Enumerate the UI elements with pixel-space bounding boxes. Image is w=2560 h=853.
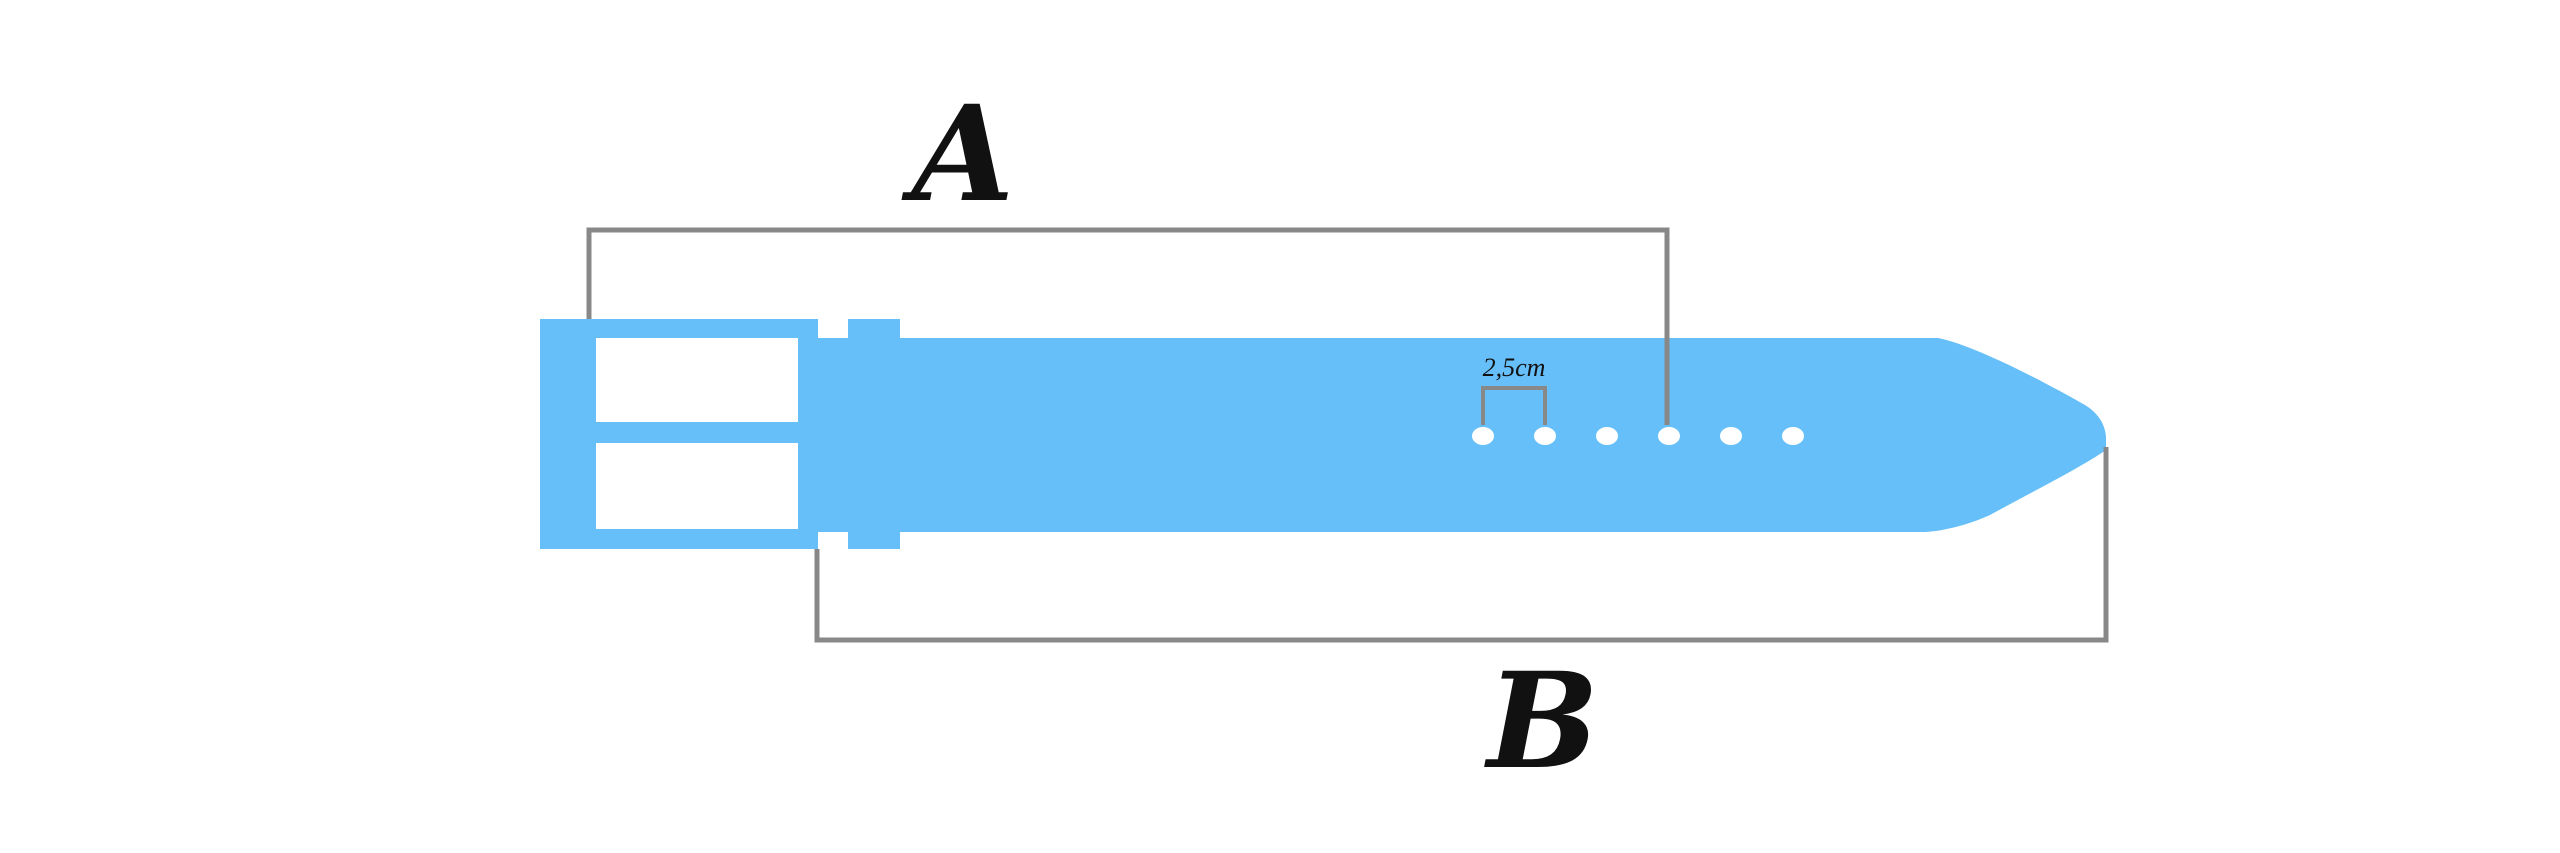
belt-hole (1658, 427, 1680, 445)
dimension-b-label: B (1483, 644, 1599, 799)
buckle (540, 319, 818, 549)
belt-hole (1534, 427, 1556, 445)
dimension-a-bracket (586, 227, 1670, 425)
buckle-prong (598, 422, 798, 443)
belt-hole (1782, 427, 1804, 445)
buckle-bar-notch-bottom (818, 529, 848, 549)
belt-holes (1472, 427, 1804, 445)
belt-hole (1720, 427, 1742, 445)
belt-body (818, 338, 2106, 532)
buckle-opening-bottom (596, 443, 798, 529)
belt-hole (1472, 427, 1494, 445)
hole-spacing-bracket (1481, 386, 1547, 425)
belt-hole (1596, 427, 1618, 445)
hole-spacing-label: 2,5cm (1483, 353, 1546, 382)
buckle-bar-notch-top (818, 319, 848, 338)
buckle-opening-top (596, 338, 798, 422)
dimension-a-label: A (901, 77, 1014, 232)
dimension-b-bracket (814, 447, 2109, 643)
belt-strap (818, 319, 2106, 549)
